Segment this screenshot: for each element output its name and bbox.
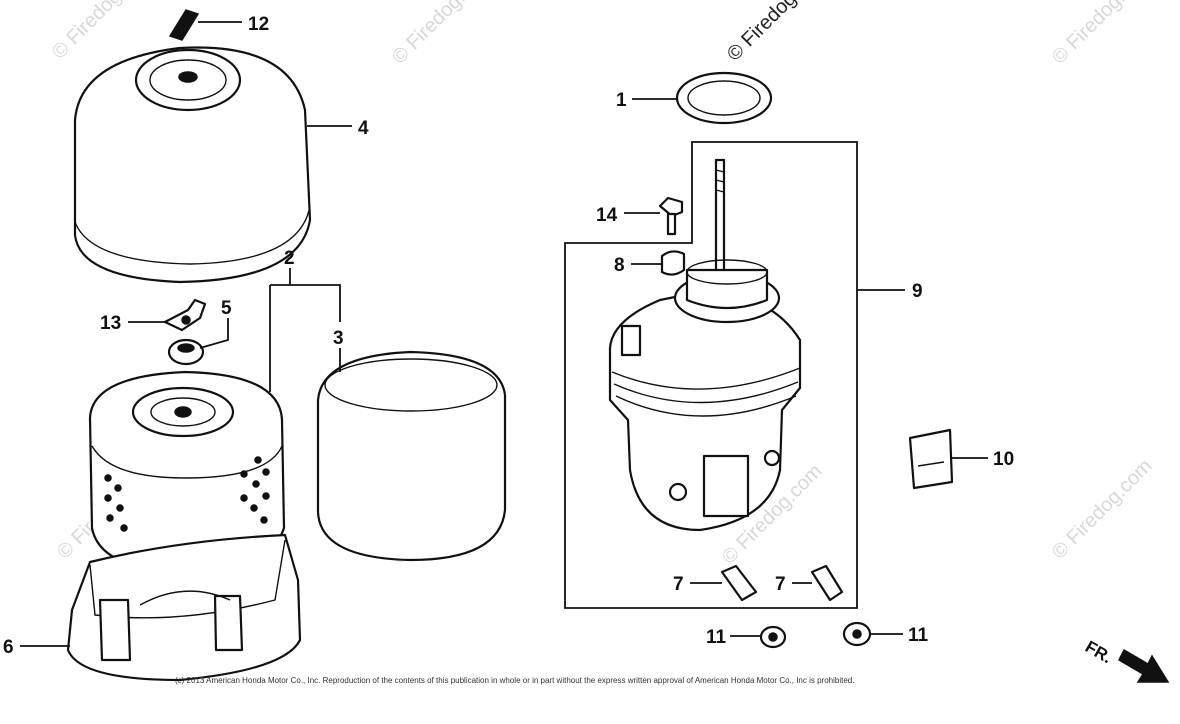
part-9-elbow-housing bbox=[608, 259, 802, 532]
front-direction-indicator: FR. bbox=[1082, 637, 1170, 683]
callout-3: 3 bbox=[333, 328, 344, 349]
callout-2: 2 bbox=[284, 248, 295, 269]
callout-10: 10 bbox=[993, 449, 1014, 470]
watermark: © Firedog.com bbox=[1048, 455, 1157, 564]
callout-8: 8 bbox=[614, 255, 625, 276]
part-2-paper-element bbox=[88, 370, 286, 574]
front-arrow-icon bbox=[1118, 648, 1170, 683]
part-9-group-bracket bbox=[564, 141, 858, 609]
part-6-base bbox=[66, 533, 302, 682]
part-11-nut-right bbox=[842, 621, 872, 647]
stud-bolt bbox=[714, 158, 726, 282]
part-13-wing-nut bbox=[163, 298, 207, 332]
part-14-bolt bbox=[658, 196, 684, 236]
part-5-grommet bbox=[167, 338, 205, 366]
part-11-nut-left bbox=[759, 625, 787, 649]
watermark-top: © Firedog bbox=[723, 0, 801, 66]
callout-11-left: 11 bbox=[706, 627, 727, 648]
callout-13: 13 bbox=[100, 313, 121, 334]
part-12-clip bbox=[168, 9, 200, 41]
watermark: © Firedog.com bbox=[1048, 0, 1157, 69]
callout-7-right: 7 bbox=[775, 574, 786, 595]
part-7-tube-left bbox=[720, 564, 758, 602]
part-3-foam-element bbox=[316, 350, 507, 562]
callout-5: 5 bbox=[221, 298, 232, 319]
part-1-gasket bbox=[675, 71, 773, 125]
leader-lines bbox=[20, 21, 988, 647]
part-8-collar bbox=[660, 250, 686, 276]
watermark: © Firedog.com bbox=[48, 0, 157, 64]
copyright-notice: (c) 2013 American Honda Motor Co., Inc. … bbox=[175, 676, 854, 685]
part-10-label bbox=[908, 428, 954, 490]
callout-12: 12 bbox=[248, 14, 269, 35]
callout-7-left: 7 bbox=[673, 574, 684, 595]
callout-1: 1 bbox=[616, 90, 627, 111]
part-7-tube-right bbox=[810, 564, 844, 602]
callout-6: 6 bbox=[3, 637, 14, 658]
callout-numbers: 12 4 2 3 13 5 6 1 14 8 9 10 7 7 11 11 bbox=[3, 14, 1014, 658]
front-label: FR. bbox=[1082, 637, 1115, 667]
callout-9: 9 bbox=[912, 281, 923, 302]
callout-11-right: 11 bbox=[908, 625, 929, 646]
part-4-cover bbox=[73, 46, 312, 284]
callout-14: 14 bbox=[596, 205, 618, 226]
watermark: © Firedog.com bbox=[388, 0, 497, 69]
callout-4: 4 bbox=[358, 118, 369, 139]
